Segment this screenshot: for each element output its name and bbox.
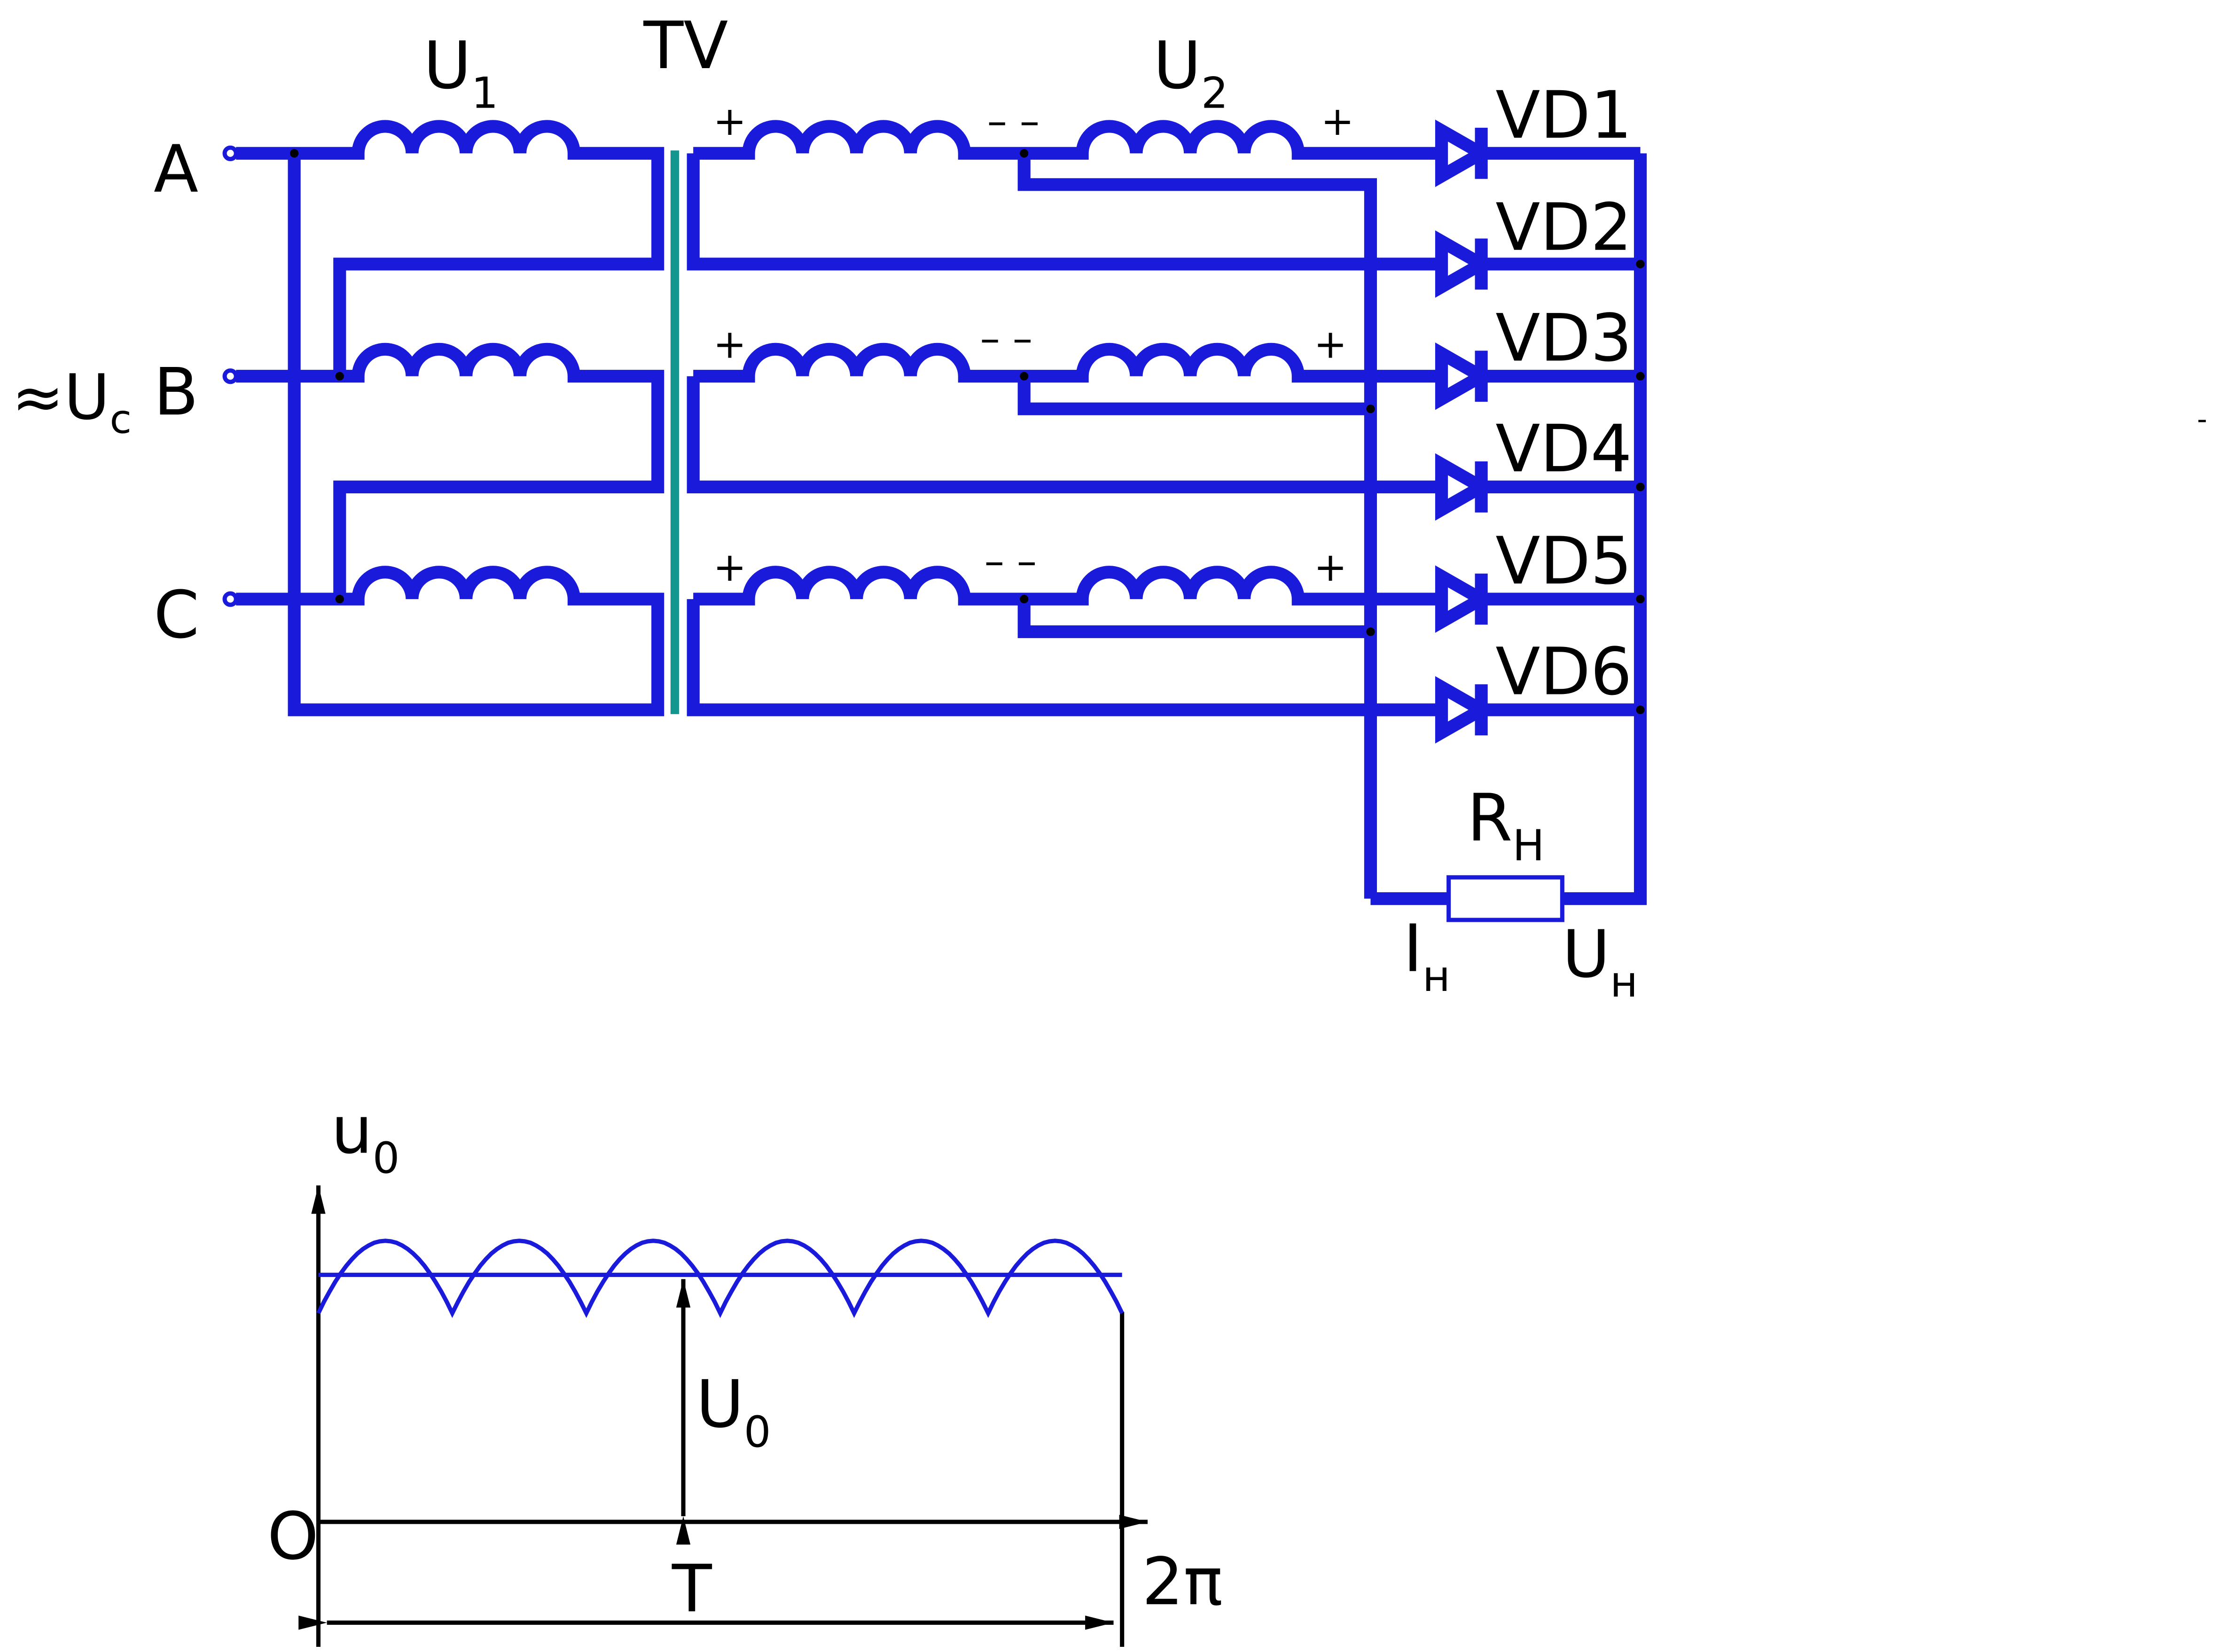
junction-dot (1636, 595, 1645, 604)
plus-sign: + (1314, 320, 1347, 367)
dc-level-label: U0 (696, 1366, 771, 1457)
load-resistor-label: RН (1467, 780, 1545, 871)
y-axis-label: u0 (331, 1092, 400, 1183)
junction-dot (335, 372, 344, 381)
primary-phase-b-wire (236, 343, 664, 600)
plus-sign: + (713, 544, 746, 590)
junction-dot (1636, 259, 1645, 269)
junction-dot (1020, 149, 1029, 158)
minus-signs: – – (985, 538, 1037, 584)
junction-dot (1020, 595, 1029, 604)
diode-vd5 (1435, 565, 1641, 633)
waveform-plot (298, 1185, 1148, 1647)
midpoint-tap-3 (1017, 599, 1371, 639)
minus-signs: – – (987, 98, 1040, 144)
secondary-windings (687, 120, 1442, 899)
diode-triangle (1435, 119, 1494, 187)
plus-sign: + (1314, 544, 1347, 590)
load-voltage-label: Uн (1562, 916, 1638, 1007)
period-label: T (672, 1551, 712, 1627)
terminal-c (222, 591, 238, 607)
primary-phase-c-wire (236, 153, 664, 717)
diode-label-vd3: VD3 (1495, 300, 1632, 376)
diode-label-vd2: VD2 (1495, 189, 1632, 265)
output-bus (1370, 153, 1647, 922)
junction-dot (1636, 483, 1645, 491)
edge-mark: - (2197, 403, 2207, 436)
diode-vd2 (1435, 230, 1641, 298)
diode-label-vd6: VD6 (1495, 634, 1632, 710)
diode-vd4 (1435, 453, 1641, 521)
diode-triangle (1435, 230, 1494, 298)
diode-triangle (1435, 565, 1494, 633)
terminal-b (222, 368, 238, 384)
junction-dot (1636, 705, 1645, 714)
junction-dot (290, 149, 299, 158)
phase-label-b: B (154, 354, 198, 430)
x-end-label: 2π (1142, 1543, 1223, 1620)
terminal-a (222, 145, 238, 161)
phase-label-c: C (154, 577, 199, 653)
polarity-signs: + – – + + – – + + – – + (713, 98, 1354, 590)
load-current-label: Iн (1403, 911, 1450, 1001)
plus-sign: + (1321, 98, 1354, 144)
minus-signs: – – (980, 315, 1032, 361)
junction-dot (1636, 372, 1645, 381)
diode-label-vd4: VD4 (1495, 411, 1632, 487)
cathode-bus (1562, 153, 1647, 905)
origin-label: O (267, 1498, 319, 1574)
primary-voltage-label: U1 (423, 27, 498, 118)
diode-label-vd5: VD5 (1495, 523, 1632, 599)
phase-label-a: A (154, 131, 198, 207)
secondary-return-1 (687, 153, 1442, 271)
junction-dot (335, 595, 344, 604)
plus-sign: + (713, 98, 746, 144)
diode-triangle (1435, 342, 1494, 410)
load-resistor (1446, 875, 1564, 922)
junction-dot (1366, 405, 1375, 413)
source-label: ≈Uc (12, 361, 132, 442)
midpoint-tap-1 (1017, 153, 1377, 899)
secondary-return-3 (687, 599, 1442, 717)
input-terminals (222, 145, 238, 607)
diode-vd6 (1435, 676, 1641, 744)
primary-phase-a-wire (236, 120, 664, 376)
secondary-return-2 (687, 376, 1442, 493)
plus-sign: + (713, 320, 746, 367)
diode-triangle (1435, 453, 1494, 521)
diode-vd3 (1435, 342, 1641, 410)
midpoint-tap-2 (1017, 376, 1371, 415)
junction-dot (1020, 372, 1029, 381)
rectified-ripple (316, 1239, 1124, 1318)
diode-vd1 (1435, 119, 1641, 187)
diode-label-vd1: VD1 (1495, 77, 1632, 153)
primary-windings (236, 120, 664, 717)
transformer-label: TV (643, 8, 728, 84)
diode-triangle (1435, 676, 1494, 744)
junction-dot (1366, 627, 1375, 636)
secondary-voltage-label: U2 (1153, 27, 1228, 118)
